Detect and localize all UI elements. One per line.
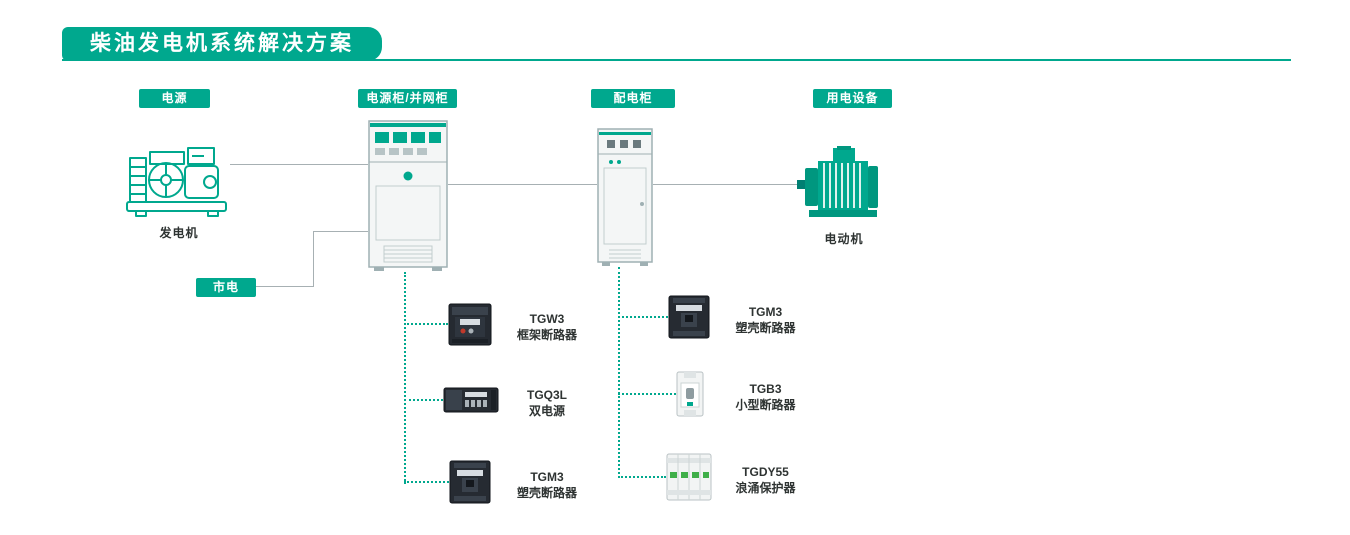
dotted-line-distribution-cabinet [618, 267, 620, 478]
line-generator-to-cabinet [230, 164, 368, 165]
tgdy55-label: TGDY55 浪涌保护器 [718, 465, 813, 496]
line-mains-to-cabinet [313, 231, 368, 232]
dotted-branch-tgdy55 [618, 476, 666, 478]
tgw3-breaker-image [448, 303, 492, 346]
line-mains-vertical [313, 231, 314, 287]
tgb3-model: TGB3 [749, 382, 782, 396]
tgb3-label: TGB3 小型断路器 [718, 382, 813, 413]
tgq3l-label: TGQ3L 双电源 [502, 388, 592, 419]
tgw3-model: TGW3 [529, 312, 565, 326]
tgm3-left-model: TGM3 [530, 470, 564, 484]
tgw3-label: TGW3 框架断路器 [502, 312, 592, 343]
tgm3-breaker-image-right [668, 295, 710, 339]
generator-label: 发电机 [159, 226, 199, 240]
tgb3-breaker-image [676, 371, 704, 417]
badge-distribution-cabinet: 配电柜 [591, 89, 675, 108]
tgdy55-surge-protector-image [666, 453, 712, 501]
dotted-branch-tgm3-right [618, 316, 668, 318]
tgm3-left-label: TGM3 塑壳断路器 [502, 470, 592, 501]
page-title: 柴油发电机系统解决方案 [62, 27, 382, 61]
dotted-branch-tgq3l [404, 399, 443, 401]
badge-power-cabinet: 电源柜/并网柜 [358, 89, 457, 108]
tgm3-left-name: 塑壳断路器 [516, 485, 577, 500]
badge-load-equipment: 用电设备 [813, 89, 892, 108]
dotted-line-power-cabinet [404, 272, 406, 484]
line-mains-horizontal [256, 286, 314, 287]
dotted-branch-tgm3-left [404, 481, 449, 483]
tgq3l-name: 双电源 [528, 403, 565, 418]
tgw3-name: 框架断路器 [516, 327, 577, 342]
tgm3-right-label: TGM3 塑壳断路器 [718, 305, 813, 336]
motor-illustration [797, 146, 878, 217]
tgq3l-model: TGQ3L [526, 388, 567, 402]
line-cabinet-to-motor [653, 184, 797, 185]
dotted-branch-tgb3 [618, 393, 676, 395]
motor-label: 电动机 [824, 232, 864, 246]
title-underline [62, 59, 1291, 61]
distribution-cabinet-illustration [597, 128, 653, 266]
dotted-branch-tgw3 [404, 323, 448, 325]
badge-mains-power: 市电 [196, 278, 256, 297]
tgm3-breaker-image-left [449, 460, 491, 504]
tgdy55-model: TGDY55 [742, 465, 789, 479]
tgdy55-name: 浪涌保护器 [735, 480, 796, 495]
tgb3-name: 小型断路器 [735, 397, 796, 412]
tgq3l-switch-image [443, 387, 499, 413]
tgm3-right-model: TGM3 [748, 305, 783, 319]
generator-illustration [126, 147, 227, 217]
tgm3-right-name: 塑壳断路器 [735, 320, 796, 335]
line-cabinet-to-cabinet [448, 184, 597, 185]
power-cabinet-illustration [368, 120, 448, 271]
badge-power-source: 电源 [139, 89, 210, 108]
